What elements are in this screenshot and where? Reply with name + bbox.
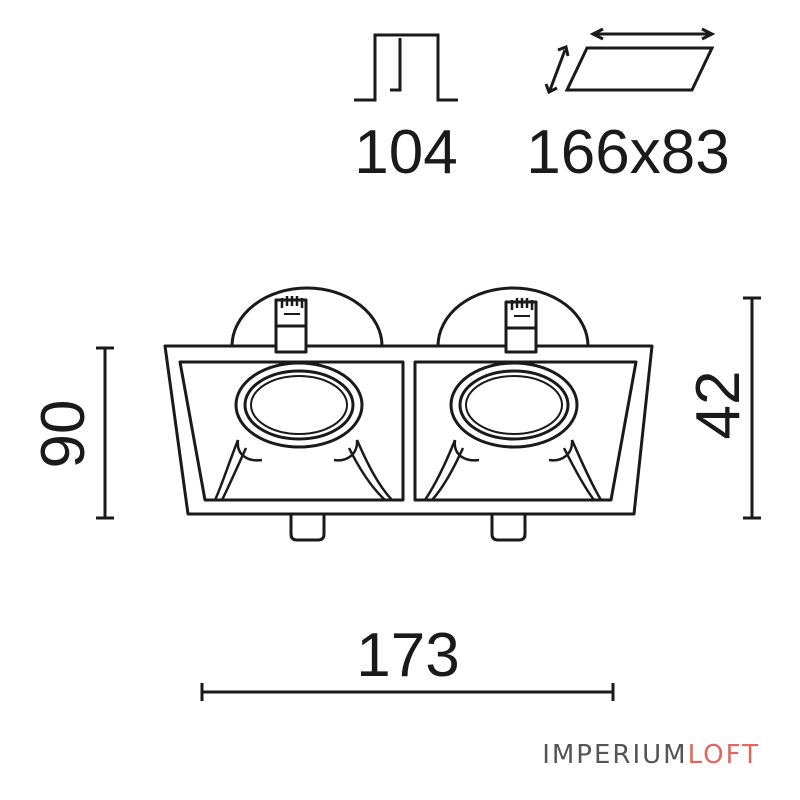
luminaire-drawing [163,286,654,542]
inner-cell-right [413,360,638,502]
bottom-tab-left [289,514,326,542]
width-dimension-bottom [200,683,615,701]
height-right-value: 42 [684,371,753,440]
lamp-ring-left [234,361,364,449]
cutout-size-value: 166x83 [526,118,729,187]
width-bottom-value: 173 [356,621,459,690]
cutout-depth-value: 104 [354,118,457,187]
brand-name-part2: LOFT [688,740,760,770]
height-dimension-right [743,296,761,520]
brand-logo: IMPERIUMLOFT [542,740,760,770]
recess-depth-icon [354,33,458,102]
spring-clip-right [436,286,590,347]
outer-frame [163,344,654,516]
reflector-curves-left [213,439,393,501]
height-left-value: 90 [29,400,98,469]
brand-name-part1: IMPERIUM [542,740,687,770]
bottom-tab-right [490,514,527,542]
reflector-curves-right [423,439,603,501]
inner-cell-left [178,360,405,502]
cutout-size-icon [544,27,716,95]
lamp-ring-right [449,361,579,449]
spring-clip-left [230,286,384,347]
height-dimension-left [96,346,114,520]
